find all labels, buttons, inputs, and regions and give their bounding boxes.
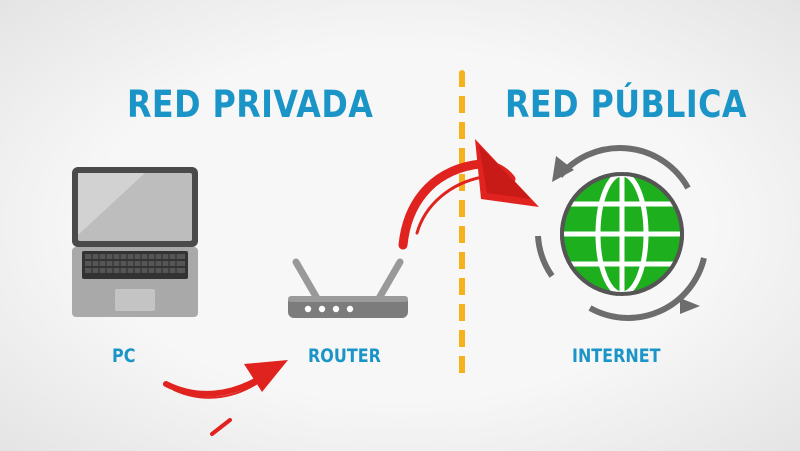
- heading-public-network: RED PÚBLICA: [505, 83, 747, 126]
- router-icon: [288, 258, 408, 318]
- circular-arrows-icon: [535, 145, 707, 321]
- arrow-router-to-internet: [398, 139, 539, 250]
- arrow-pc-to-router: [163, 360, 288, 436]
- heading-private-network: RED PRIVADA: [127, 83, 374, 126]
- internet-globe-group: [535, 145, 707, 321]
- laptop-icon: [72, 167, 198, 317]
- label-router: ROUTER: [308, 345, 381, 367]
- label-pc: PC: [112, 345, 136, 367]
- globe-icon: [560, 171, 684, 297]
- label-internet: INTERNET: [572, 345, 661, 367]
- network-boundary-divider: [459, 70, 465, 382]
